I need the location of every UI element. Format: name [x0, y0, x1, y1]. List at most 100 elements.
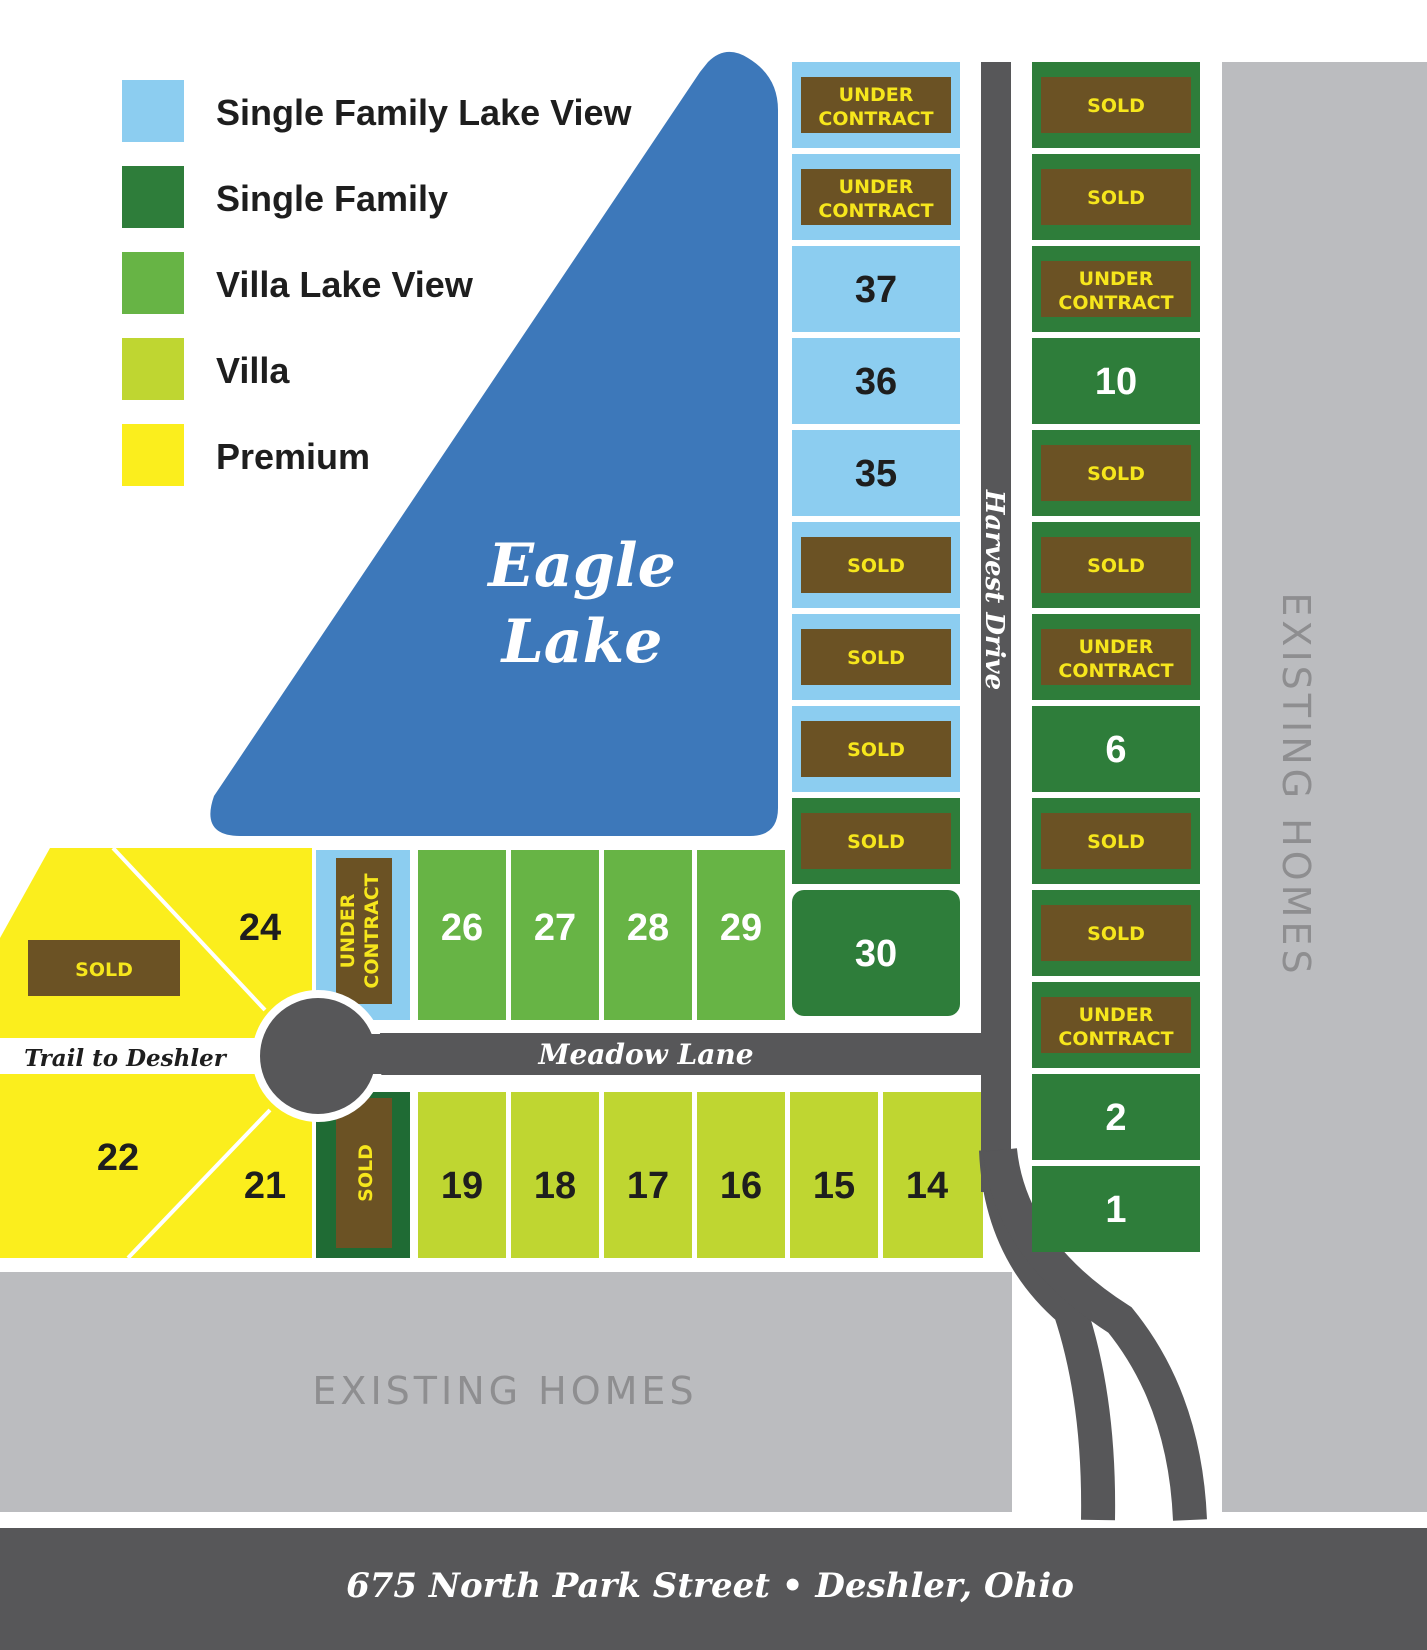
lake-label-line2: Lake	[500, 607, 663, 677]
trail-strip	[0, 1040, 260, 1074]
under-contract-tag-text: CONTRACT	[361, 873, 383, 988]
sold-tag	[336, 1098, 392, 1248]
existing-homes-east-label: EXISTING HOMES	[1274, 592, 1318, 977]
lot-number: 16	[720, 1165, 762, 1207]
sold-tag	[801, 721, 951, 777]
sold-tag	[1041, 537, 1191, 593]
sold-tag	[1041, 445, 1191, 501]
under-contract-tag-text: UNDER	[839, 84, 914, 106]
sold-tag	[801, 813, 951, 869]
lot-single-family	[792, 890, 960, 1016]
roads: Harvest Drive Meadow Lane	[252, 62, 1207, 1521]
lake-label-line1: Eagle	[486, 531, 676, 601]
legend-swatch-villa-lake-view	[122, 252, 184, 314]
lot-number: 18	[534, 1165, 576, 1207]
lot-number: 1	[1105, 1189, 1126, 1231]
legend-label: Single Family Lake View	[216, 92, 633, 133]
lot-number: 26	[441, 907, 483, 949]
under-contract-tag-text: CONTRACT	[818, 108, 933, 130]
entrance-road	[983, 1147, 1207, 1521]
legend-label: Single Family	[216, 178, 448, 219]
legend-label: Villa	[216, 350, 290, 391]
lot-villa	[511, 1092, 599, 1258]
sold-tag	[1041, 905, 1191, 961]
lot-villa-lake-view	[511, 850, 599, 1020]
sold-tag-text: SOLD	[1087, 95, 1145, 117]
legend-swatch-single-family-lake-view	[122, 80, 184, 142]
lot-villa	[883, 1092, 983, 1258]
lot-number: 17	[627, 1165, 669, 1207]
lot-number: 30	[855, 933, 897, 975]
lot-number: 2	[1105, 1097, 1126, 1139]
lot-single-family	[1032, 706, 1200, 792]
sold-tag-text: SOLD	[1087, 923, 1145, 945]
under-contract-tag	[1041, 261, 1191, 317]
sold-tag-text: SOLD	[355, 1144, 377, 1202]
lot-single-family	[1032, 1074, 1200, 1160]
sold-tag-text: SOLD	[1087, 463, 1145, 485]
harvest-drive-road	[981, 62, 1011, 1192]
lot-villa-lake-view	[604, 850, 692, 1020]
lot-single-family-lake-view	[792, 430, 960, 516]
lot-column-east-of-harvest: SOLDSOLDUNDERCONTRACT10SOLDSOLDUNDERCONT…	[1032, 62, 1200, 1252]
lot-number: 14	[906, 1165, 948, 1207]
lot-divider	[111, 846, 267, 1012]
trail-label: Trail to Deshler	[24, 1045, 228, 1072]
sold-tag-text: SOLD	[1087, 187, 1145, 209]
lot-divider	[126, 1108, 272, 1260]
sold-tag-text: SOLD	[847, 555, 905, 577]
legend-label: Villa Lake View	[216, 264, 474, 305]
under-contract-tag	[801, 169, 951, 225]
sold-tag	[1041, 813, 1191, 869]
under-contract-tag-text: CONTRACT	[1058, 292, 1173, 314]
lot-number: 19	[441, 1165, 483, 1207]
lot-villa	[697, 1092, 785, 1258]
lot-villa	[604, 1092, 692, 1258]
meadow-lane-label: Meadow Lane	[537, 1038, 753, 1071]
lot-villa-lake-view	[418, 850, 506, 1020]
under-contract-tag-text: UNDER	[1079, 636, 1154, 658]
lot-column-west-of-harvest: UNDERCONTRACTUNDERCONTRACT373635SOLDSOLD…	[792, 62, 960, 1016]
under-contract-tag	[801, 77, 951, 133]
under-contract-tag	[336, 858, 392, 1004]
lot-number: 22	[97, 1137, 139, 1179]
existing-homes-south-label: EXISTING HOMES	[312, 1369, 697, 1413]
sold-tag-text: SOLD	[75, 959, 133, 981]
sold-tag-text: SOLD	[847, 647, 905, 669]
lot-single-family	[1032, 1166, 1200, 1252]
under-contract-tag-text: CONTRACT	[818, 200, 933, 222]
under-contract-tag-text: UNDER	[839, 176, 914, 198]
eagle-lake	[210, 51, 779, 836]
under-contract-tag-text: UNDER	[337, 893, 359, 968]
sold-tag-text: SOLD	[1087, 831, 1145, 853]
legend: Single Family Lake View Single Family Vi…	[122, 80, 633, 486]
legend-swatch-premium	[122, 424, 184, 486]
sold-tag	[28, 940, 180, 996]
sold-tag	[801, 629, 951, 685]
lot-number: 27	[534, 907, 576, 949]
existing-homes-south-block	[0, 1272, 1012, 1512]
villa-lake-view-row: 26 27 28 29	[418, 850, 785, 1020]
lot-villa-lake-view	[697, 850, 785, 1020]
address-bar	[0, 1528, 1427, 1650]
lot-number: 29	[720, 907, 762, 949]
lot-number: 24	[239, 907, 281, 949]
under-contract-tag-text: UNDER	[1079, 1004, 1154, 1026]
lot-number: 36	[855, 361, 897, 403]
sold-tag	[1041, 169, 1191, 225]
sold-tag-text: SOLD	[847, 831, 905, 853]
under-contract-tag-text: UNDER	[1079, 268, 1154, 290]
sold-tag	[801, 537, 951, 593]
existing-homes-east-block	[1222, 62, 1427, 1512]
sold-tag-text: SOLD	[1087, 555, 1145, 577]
sold-tag-text: SOLD	[847, 739, 905, 761]
harvest-drive-label: Harvest Drive	[979, 489, 1009, 690]
under-contract-tag	[1041, 997, 1191, 1053]
lot-villa	[418, 1092, 506, 1258]
lot-single-family	[1032, 338, 1200, 424]
legend-label: Premium	[216, 436, 370, 477]
sold-tag	[1041, 77, 1191, 133]
lot-number: 28	[627, 907, 669, 949]
